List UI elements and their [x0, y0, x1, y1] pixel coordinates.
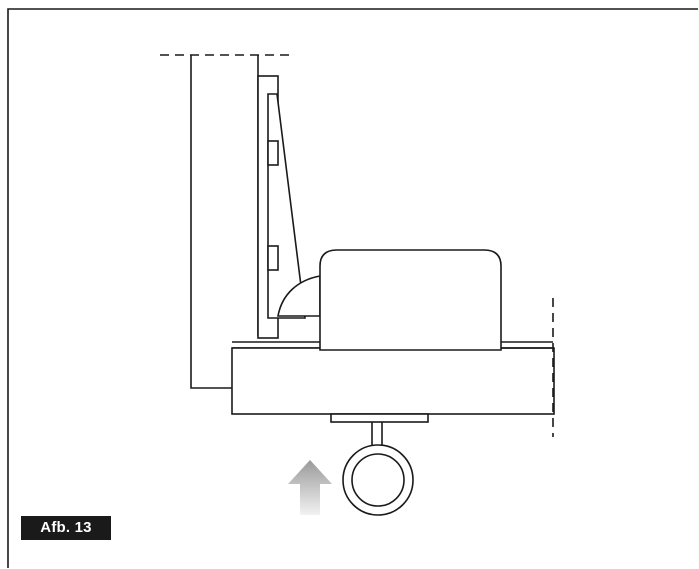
ring-mount-tab — [330, 413, 429, 423]
base-slab — [231, 347, 555, 415]
ring-inner — [351, 453, 405, 507]
figure-caption: Afb. 13 — [21, 516, 111, 540]
ring-stem — [371, 422, 383, 446]
figure-frame — [7, 8, 698, 568]
bracket-slot-upper — [267, 140, 279, 166]
wall-profile — [190, 55, 232, 389]
housing-block — [319, 249, 502, 351]
ring-icon — [342, 444, 414, 516]
bracket-slot-lower — [267, 245, 279, 271]
up-arrow-icon — [288, 460, 332, 515]
